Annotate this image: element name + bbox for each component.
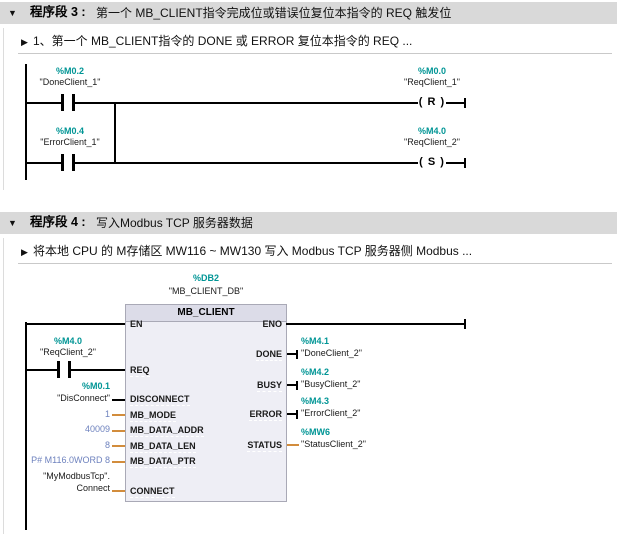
operand-address[interactable]: %M0.4 xyxy=(55,126,84,136)
rung-end-tick xyxy=(464,98,466,108)
operand-symbol[interactable]: "ReqClient_2" xyxy=(404,137,460,147)
rung-wire xyxy=(446,162,464,164)
pin-stub xyxy=(112,490,125,492)
rung-wire xyxy=(446,102,464,104)
operand-address[interactable]: %M0.0 xyxy=(417,66,446,76)
reset-coil-icon[interactable]: ( R ) xyxy=(418,95,446,111)
wire-end-tick xyxy=(296,410,298,419)
operand-address[interactable]: %M4.2 xyxy=(301,367,330,377)
operand-symbol[interactable]: "StatusClient_2" xyxy=(301,439,366,449)
pin-mb-data-len[interactable]: MB_DATA_LEN xyxy=(130,441,196,453)
network4-title[interactable]: 写入Modbus TCP 服务器数据 xyxy=(96,216,253,230)
pin-busy[interactable]: BUSY xyxy=(256,380,282,392)
power-rail xyxy=(25,64,27,180)
operand-symbol[interactable]: Connect xyxy=(76,483,110,493)
contact-icon[interactable] xyxy=(72,154,75,171)
rung-wire xyxy=(25,162,61,164)
pin-done[interactable]: DONE xyxy=(255,349,282,361)
wire-end-tick xyxy=(296,350,298,359)
rung-wire xyxy=(71,369,125,371)
network4-comment-expand-icon[interactable]: ▶ xyxy=(21,247,28,257)
pin-stub xyxy=(112,414,125,416)
db-instance-name[interactable]: "MB_CLIENT_DB" xyxy=(168,286,244,296)
operand-symbol[interactable]: "ReqClient_1" xyxy=(404,77,460,87)
network3-header[interactable]: ▼ 程序段 3 : 第一个 MB_CLIENT指令完成位或错误位复位本指令的 R… xyxy=(0,2,617,24)
block-title: MB_CLIENT xyxy=(126,305,286,322)
set-coil-icon[interactable]: ( S ) xyxy=(418,155,446,171)
pin-stub xyxy=(112,461,125,463)
rung-wire xyxy=(75,102,419,104)
eno-wire xyxy=(286,323,464,325)
pin-req[interactable]: REQ xyxy=(130,365,150,377)
pin-stub xyxy=(287,353,297,355)
network4-body-border xyxy=(3,238,4,534)
contact-icon[interactable] xyxy=(57,361,60,378)
operand-symbol[interactable]: "DoneClient_2" xyxy=(301,348,362,358)
branch-wire xyxy=(114,102,116,164)
constant-value[interactable]: 40009 xyxy=(84,424,110,434)
network4-header[interactable]: ▼ 程序段 4 : 写入Modbus TCP 服务器数据 xyxy=(0,212,617,234)
en-wire xyxy=(25,323,125,325)
operand-symbol[interactable]: "DisConnect" xyxy=(57,393,110,403)
pin-error[interactable]: ERROR xyxy=(249,409,282,421)
pin-stub xyxy=(287,413,297,415)
network4-label: 程序段 4 : xyxy=(30,215,86,229)
contact-icon[interactable] xyxy=(61,94,64,111)
pin-stub xyxy=(287,444,299,446)
pin-stub xyxy=(112,399,125,401)
operand-symbol[interactable]: "ErrorClient_2" xyxy=(301,408,361,418)
pin-en: EN xyxy=(130,319,143,329)
db-instance-address[interactable]: %DB2 xyxy=(192,273,219,283)
pin-mb-mode[interactable]: MB_MODE xyxy=(130,410,177,422)
operand-address[interactable]: %M4.0 xyxy=(417,126,446,136)
operand-symbol[interactable]: "MyModbusTcp". xyxy=(43,471,110,481)
network3-collapse-icon[interactable]: ▼ xyxy=(8,8,17,18)
constant-value[interactable]: 8 xyxy=(104,440,110,450)
pin-eno: ENO xyxy=(262,319,282,329)
operand-symbol[interactable]: "DoneClient_1" xyxy=(39,77,101,87)
network4-comment[interactable]: 将本地 CPU 的 M存储区 MW116 ~ MW130 写入 Modbus T… xyxy=(33,244,473,258)
network3-comment[interactable]: 1、第一个 MB_CLIENT指令的 DONE 或 ERROR 复位本指令的 R… xyxy=(33,34,413,48)
operand-address[interactable]: %M4.3 xyxy=(301,396,330,406)
contact-icon[interactable] xyxy=(61,154,64,171)
operand-address[interactable]: %M0.1 xyxy=(81,381,110,391)
wire-end-tick xyxy=(296,381,298,390)
operand-address[interactable]: %M0.2 xyxy=(55,66,84,76)
power-rail xyxy=(25,322,27,530)
rung-end-tick xyxy=(464,319,466,329)
operand-symbol[interactable]: "ErrorClient_1" xyxy=(40,137,100,147)
operand-address[interactable]: %M4.0 xyxy=(53,336,82,346)
operand-address[interactable]: %M4.1 xyxy=(301,336,330,346)
network4-collapse-icon[interactable]: ▼ xyxy=(8,218,17,228)
pin-disconnect[interactable]: DISCONNECT xyxy=(130,394,190,406)
mb-client-block[interactable]: MB_CLIENT xyxy=(125,304,287,502)
pin-stub xyxy=(112,445,125,447)
rung-wire xyxy=(25,369,57,371)
comment-divider xyxy=(18,263,612,264)
operand-address[interactable]: %MW6 xyxy=(301,427,330,437)
pin-connect[interactable]: CONNECT xyxy=(130,486,175,498)
pin-stub xyxy=(112,430,125,432)
rung-end-tick xyxy=(464,158,466,168)
pin-mb-data-addr[interactable]: MB_DATA_ADDR xyxy=(130,425,204,437)
rung-wire xyxy=(75,162,419,164)
network3-comment-expand-icon[interactable]: ▶ xyxy=(21,37,28,47)
contact-icon[interactable] xyxy=(68,361,71,378)
contact-icon[interactable] xyxy=(72,94,75,111)
pin-stub xyxy=(287,384,297,386)
operand-symbol[interactable]: "BusyClient_2" xyxy=(301,379,361,389)
constant-value[interactable]: 1 xyxy=(104,409,110,419)
network3-title[interactable]: 第一个 MB_CLIENT指令完成位或错误位复位本指令的 REQ 触发位 xyxy=(96,6,452,20)
pin-mb-data-ptr[interactable]: MB_DATA_PTR xyxy=(130,456,196,468)
comment-divider xyxy=(18,53,612,54)
network3-body-border xyxy=(3,28,4,190)
pin-status[interactable]: STATUS xyxy=(247,440,282,452)
network3-label: 程序段 3 : xyxy=(30,5,86,19)
rung-wire xyxy=(25,102,61,104)
operand-symbol[interactable]: "ReqClient_2" xyxy=(40,347,96,357)
constant-value[interactable]: P# M116.0WORD 8 xyxy=(31,455,110,465)
